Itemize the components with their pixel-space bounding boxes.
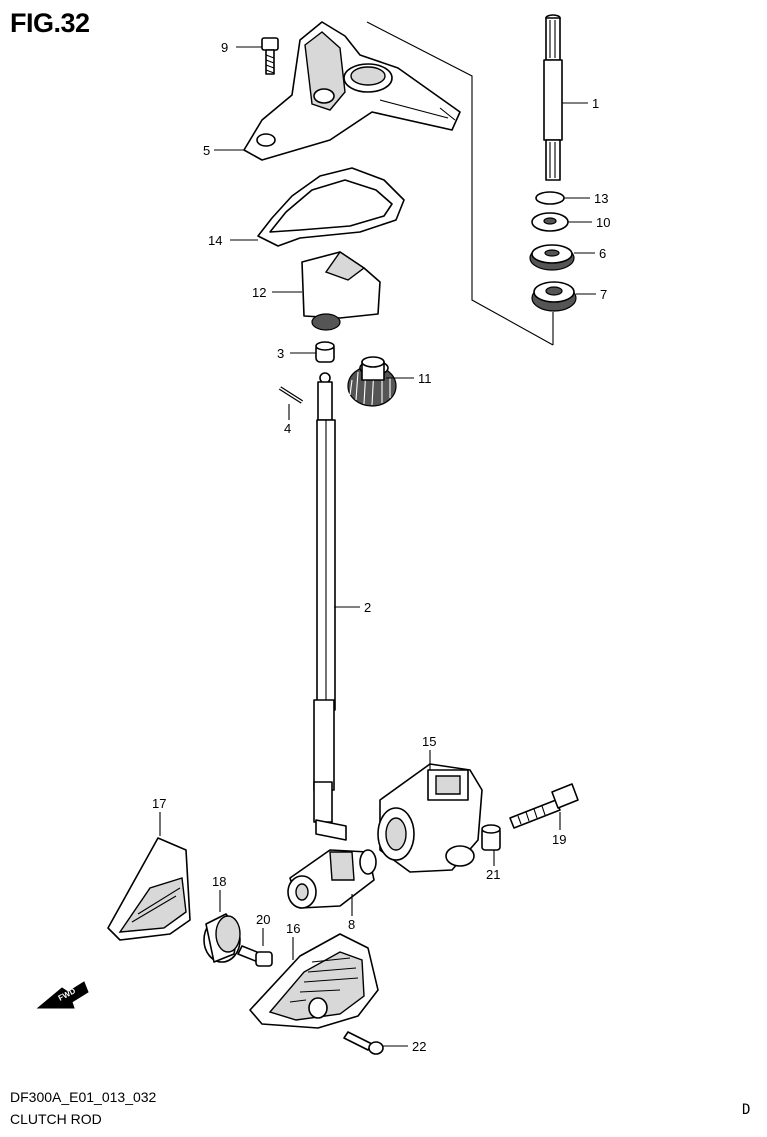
callout-9: 9: [221, 40, 228, 55]
callout-21: 21: [486, 867, 500, 882]
callout-18: 18: [212, 874, 226, 889]
part-4-pin[interactable]: [278, 386, 304, 404]
callout-labels: 9 5 1 13 10 6 7 14 12 3 11 4 2 15 17 19 …: [152, 40, 610, 1054]
callout-6: 6: [599, 246, 606, 261]
callout-12: 12: [252, 285, 266, 300]
part-8-cam[interactable]: [287, 849, 377, 909]
callout-14: 14: [208, 233, 222, 248]
assembly-bracket-line: [366, 21, 554, 346]
callout-20: 20: [256, 912, 270, 927]
part-21-collar[interactable]: [481, 824, 501, 851]
callout-10: 10: [596, 215, 610, 230]
callout-15: 15: [422, 734, 436, 749]
callout-4: 4: [284, 421, 291, 436]
part-11-gear[interactable]: [347, 356, 397, 407]
part-7-oil-seal[interactable]: [531, 281, 577, 312]
part-9-bolt[interactable]: [261, 37, 279, 75]
part-15-shift-housing[interactable]: [377, 763, 483, 873]
part-20-bolt[interactable]: [237, 945, 273, 967]
part-18-bushing[interactable]: [203, 913, 241, 963]
part-5-upper-bracket[interactable]: [243, 21, 461, 161]
part-3-cap[interactable]: [315, 341, 335, 363]
part-14-gasket[interactable]: [257, 167, 405, 247]
figure-title: FIG.32: [10, 8, 90, 38]
part-10-washer[interactable]: [531, 212, 569, 232]
part-13-ring[interactable]: [535, 191, 565, 205]
part-6-seal[interactable]: [529, 244, 575, 271]
figure-code: DF300A_E01_013_032: [10, 1089, 157, 1105]
part-16-cover[interactable]: [249, 933, 379, 1029]
part-2-clutch-rod[interactable]: [313, 372, 347, 841]
callout-7: 7: [600, 287, 607, 302]
callout-22: 22: [412, 1039, 426, 1054]
callout-8: 8: [348, 917, 355, 932]
corner-mark: D: [742, 1102, 751, 1118]
part-1-shaft[interactable]: [543, 14, 563, 181]
callout-2: 2: [364, 600, 371, 615]
part-22-screw[interactable]: [343, 1031, 384, 1055]
leader-lines: [159, 46, 596, 1047]
part-12-bushing[interactable]: [301, 251, 381, 331]
callout-19: 19: [552, 832, 566, 847]
callout-17: 17: [152, 796, 166, 811]
figure-name: CLUTCH ROD: [10, 1111, 102, 1127]
callout-3: 3: [277, 346, 284, 361]
callout-5: 5: [203, 143, 210, 158]
callout-13: 13: [594, 191, 608, 206]
callout-11: 11: [418, 371, 432, 386]
fwd-arrow-icon: FWD: [36, 981, 89, 1009]
callout-1: 1: [592, 96, 599, 111]
callout-16: 16: [286, 921, 300, 936]
part-17-cover[interactable]: [107, 837, 191, 941]
part-19-bolt[interactable]: [509, 783, 579, 829]
